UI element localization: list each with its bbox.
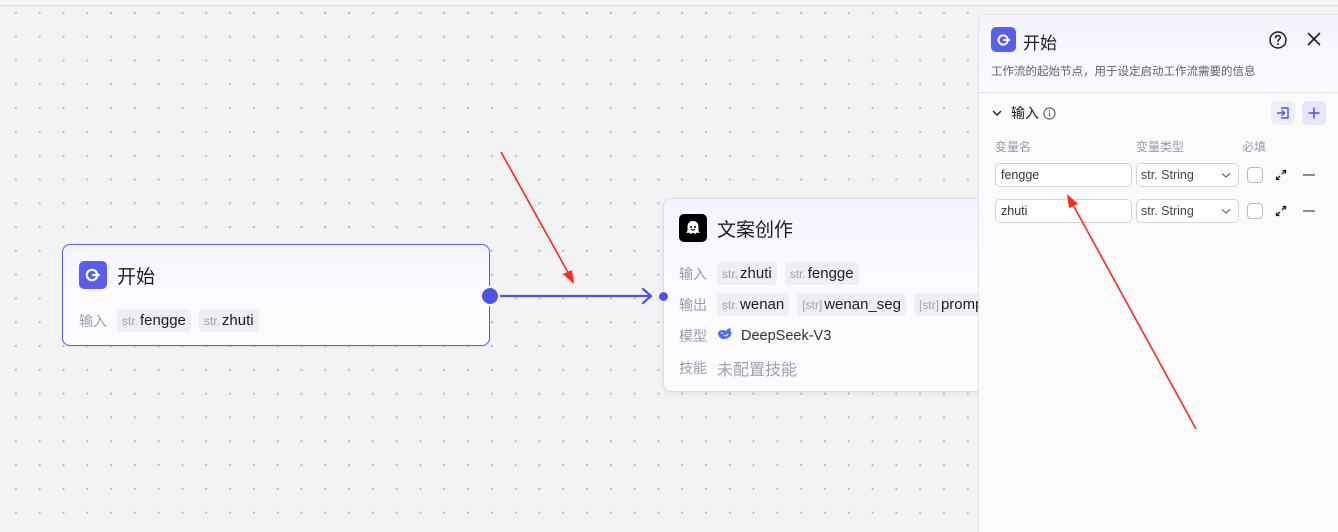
- chevron-down-icon[interactable]: [991, 107, 1003, 119]
- variable-name-input[interactable]: [995, 199, 1132, 223]
- copywriting-node-title: 文案创作: [717, 219, 794, 241]
- variable-row: str. String: [995, 199, 1315, 223]
- input-section-title: 输入: [1011, 105, 1039, 121]
- start-icon: [991, 27, 1016, 52]
- copywriting-node-outputs: 输出 str.wenan [str]wenan_seg [str]promp: [679, 293, 996, 316]
- variable-type-select[interactable]: str. String: [1136, 163, 1239, 187]
- param-tag: str.zhuti: [717, 262, 777, 285]
- import-icon: [1276, 107, 1289, 119]
- top-bar: [0, 0, 1338, 6]
- input-label: 输入: [679, 265, 707, 282]
- required-checkbox[interactable]: [1247, 167, 1263, 183]
- skill-label: 技能: [679, 360, 707, 376]
- output-label: 输出: [679, 296, 707, 313]
- deepseek-whale-icon: [717, 327, 733, 346]
- node-settings-panel: 开始 工作流的起始节点，用于设定启动工作流需要的信息 输入 变量名 变量类型 必…: [978, 14, 1338, 532]
- model-label: 模型: [679, 328, 707, 344]
- column-header-name: 变量名: [995, 140, 1032, 154]
- variable-name-input[interactable]: [995, 163, 1132, 187]
- param-tag: str.wenan: [717, 293, 790, 316]
- copywriting-node[interactable]: 文案创作 输入 str.zhuti str.fengge 输出 str.wena…: [663, 198, 993, 392]
- copywriting-node-header: 文案创作: [679, 214, 793, 242]
- close-icon[interactable]: [1305, 30, 1323, 48]
- copywriting-node-skills: 技能 未配置技能: [679, 356, 797, 380]
- variable-type-value: str. String: [1141, 204, 1194, 218]
- variable-type-value: str. String: [1141, 168, 1194, 182]
- param-tag: [str]wenan_seg: [797, 293, 906, 316]
- remove-variable-button[interactable]: [1303, 174, 1315, 176]
- panel-header: 开始 工作流的起始节点，用于设定启动工作流需要的信息: [979, 15, 1338, 93]
- param-tag: str.zhuti: [198, 309, 259, 332]
- column-header-required: 必填: [1242, 140, 1267, 154]
- add-variable-button[interactable]: [1302, 101, 1326, 125]
- param-tag: str.fengge: [117, 309, 191, 332]
- expand-icon[interactable]: [1275, 169, 1287, 181]
- variable-type-select[interactable]: str. String: [1136, 199, 1239, 223]
- plus-icon: [1308, 107, 1320, 119]
- remove-variable-button[interactable]: [1303, 210, 1315, 212]
- column-header-type: 变量类型: [1136, 140, 1185, 154]
- chevron-down-icon: [1221, 209, 1231, 214]
- start-node-title: 开始: [117, 266, 156, 288]
- input-label: 输入: [79, 312, 107, 329]
- start-node-inputs: 输入 str.fengge str.zhuti: [79, 309, 267, 332]
- skill-value: 未配置技能: [717, 362, 798, 379]
- variable-row: str. String: [995, 163, 1315, 187]
- copywriting-node-input-port[interactable]: [658, 291, 669, 302]
- model-name: DeepSeek-V3: [741, 328, 832, 344]
- panel-description: 工作流的起始节点，用于设定启动工作流需要的信息: [991, 66, 1256, 78]
- import-variables-button[interactable]: [1271, 101, 1295, 125]
- start-node[interactable]: 开始 输入 str.fengge str.zhuti: [62, 244, 490, 346]
- input-section-toggle[interactable]: 输入: [991, 103, 1056, 123]
- panel-title: 开始: [1023, 34, 1057, 53]
- start-node-header: 开始: [79, 261, 155, 289]
- copywriting-node-model: 模型 DeepSeek-V3: [679, 326, 831, 346]
- help-circle-icon[interactable]: [1268, 30, 1288, 50]
- required-checkbox[interactable]: [1247, 203, 1263, 219]
- chevron-down-icon: [1221, 173, 1231, 178]
- param-tag: [str]promp: [913, 293, 989, 316]
- info-icon[interactable]: [1043, 106, 1056, 120]
- ghost-icon: [679, 214, 707, 242]
- copywriting-node-inputs: 输入 str.zhuti str.fengge: [679, 262, 867, 285]
- param-tag: str.fengge: [784, 262, 859, 285]
- start-node-output-port[interactable]: [480, 286, 500, 306]
- start-icon: [79, 261, 107, 289]
- expand-icon[interactable]: [1275, 205, 1287, 217]
